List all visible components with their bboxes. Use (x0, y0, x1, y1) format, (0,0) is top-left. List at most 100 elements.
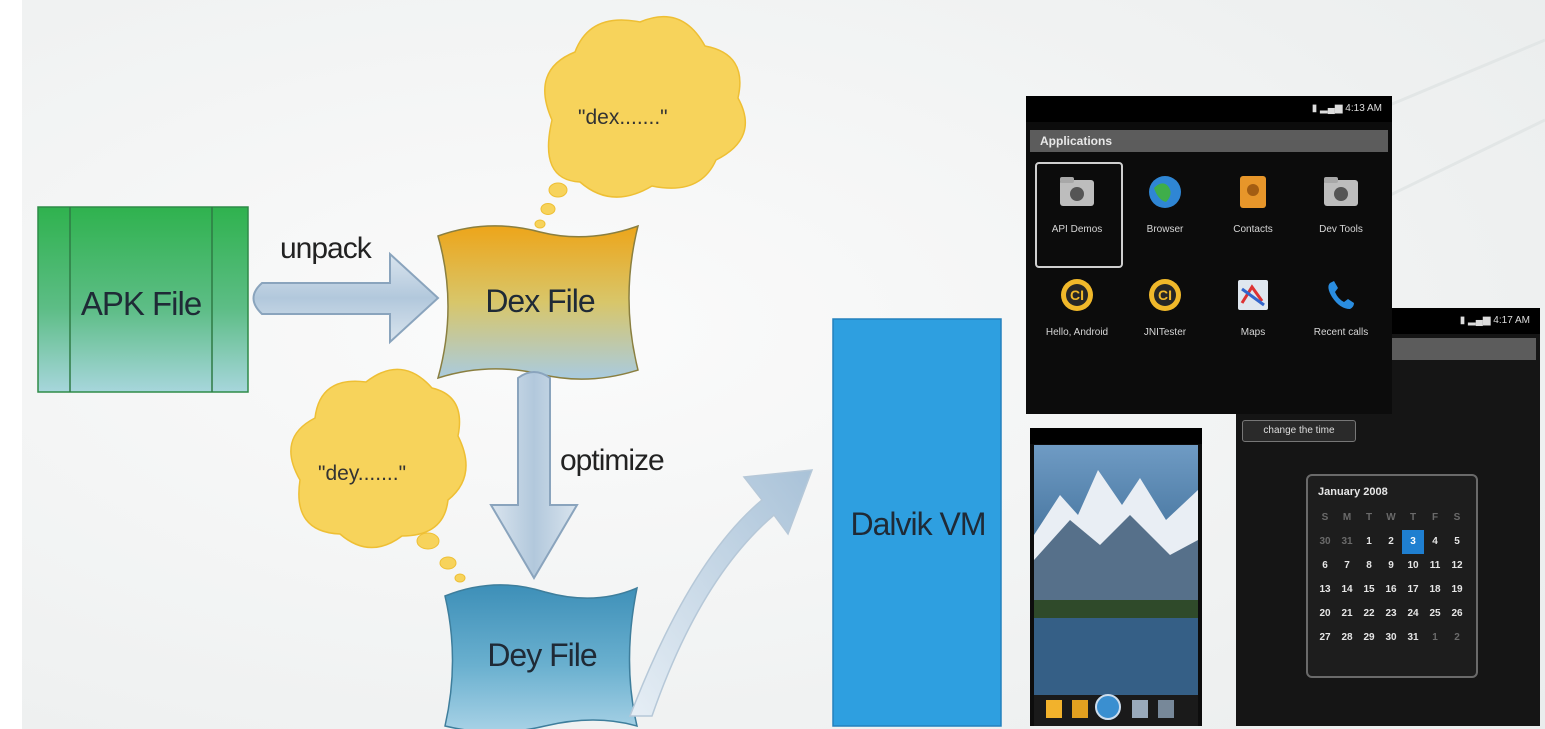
app-label: Recent calls (1313, 327, 1369, 338)
calendar-day[interactable]: 29 (1363, 632, 1375, 643)
calendar-day[interactable]: 30 (1385, 632, 1397, 643)
dalvik-vm-box (832, 318, 1002, 727)
ci-logo-icon: CI (1122, 277, 1208, 317)
calendar-day[interactable]: 12 (1451, 560, 1463, 571)
applications-title-bar: Applications (1030, 130, 1388, 152)
app-icon-api-demos[interactable]: API Demos (1034, 174, 1120, 236)
unpack-label: unpack (280, 232, 372, 265)
calendar-day[interactable]: 3 (1402, 530, 1424, 554)
svg-text:CI: CI (1070, 287, 1084, 303)
week-row: 6 7 8 9 10 11 12 (1314, 554, 1468, 578)
dalvik-vm-label: Dalvik VM (850, 506, 986, 542)
app-label: Maps (1240, 327, 1266, 338)
app-icon-browser[interactable]: Browser (1122, 174, 1208, 236)
calendar-day[interactable]: 27 (1319, 632, 1331, 643)
calendar-day[interactable]: 2 (1454, 632, 1460, 643)
calendar-day[interactable]: 31 (1341, 536, 1353, 547)
calendar-day[interactable]: 26 (1451, 608, 1463, 619)
app-label: Browser (1146, 224, 1184, 235)
calendar-day[interactable]: 8 (1366, 560, 1372, 571)
calendar-day[interactable]: 24 (1407, 608, 1419, 619)
dey-file-shape (444, 584, 639, 729)
dex-cloud-text: "dex......." (578, 106, 668, 129)
calendar-day[interactable]: 11 (1429, 560, 1441, 571)
app-icon-recent-calls[interactable]: Recent calls (1298, 277, 1384, 339)
calendar-day[interactable]: 19 (1451, 584, 1463, 595)
calendar-day[interactable]: 1 (1366, 536, 1372, 547)
dey-thought-cloud (290, 368, 467, 583)
unpack-arrow (252, 251, 440, 345)
calendar-day[interactable]: 25 (1429, 608, 1441, 619)
selected-app-highlight (1035, 162, 1123, 268)
calendar-title: January 2008 (1318, 486, 1388, 498)
app-icon-hello-android[interactable]: CI Hello, Android (1034, 277, 1120, 339)
folder-icon (1034, 174, 1120, 214)
calendar-day[interactable]: 14 (1341, 584, 1353, 595)
weekday-label: M (1342, 512, 1352, 523)
weekday-label: W (1386, 512, 1396, 523)
folder-icon (1298, 174, 1384, 214)
calendar-day[interactable]: 30 (1319, 536, 1331, 547)
calendar-day[interactable]: 7 (1344, 560, 1350, 571)
week-row: 27 28 29 30 31 1 2 (1314, 626, 1468, 650)
dialog-status-time: 4:17 AM (1493, 315, 1530, 326)
svg-text:CI: CI (1158, 287, 1172, 303)
app-label: JNITester (1143, 327, 1187, 338)
applications-screenshot: ▮ ▂▄▆ 4:13 AM Applications API Demos Brow… (1026, 96, 1392, 414)
load-arrow (628, 469, 814, 717)
applications-status-bar: ▮ ▂▄▆ 4:13 AM (1026, 96, 1392, 122)
calendar-day[interactable]: 5 (1454, 536, 1460, 547)
apk-file-label: APK File (80, 285, 202, 322)
week-row: 13 14 15 16 17 18 19 (1314, 578, 1468, 602)
dex-thought-cloud (534, 15, 747, 229)
app-label: Hello, Android (1045, 327, 1109, 338)
calendar-day[interactable]: 2 (1388, 536, 1394, 547)
change-time-button[interactable]: change the time (1242, 420, 1356, 442)
calendar-day[interactable]: 16 (1385, 584, 1397, 595)
weekday-label: S (1453, 512, 1461, 523)
phone-icon (1298, 277, 1384, 317)
week-row: 20 21 22 23 24 25 26 (1314, 602, 1468, 626)
app-icon-dev-tools[interactable]: Dev Tools (1298, 174, 1384, 236)
home-screen-screenshot (1030, 428, 1202, 726)
calendar-day[interactable]: 20 (1319, 608, 1331, 619)
weekday-label: T (1365, 512, 1373, 523)
apk-file-box (37, 206, 249, 393)
calendar-day[interactable]: 6 (1322, 560, 1328, 571)
calendar-day[interactable]: 31 (1407, 632, 1419, 643)
battery-icon: ▮ ▂▄▆ (1459, 315, 1494, 326)
ci-logo-icon: CI (1034, 277, 1120, 317)
app-icon-contacts[interactable]: Contacts (1210, 174, 1296, 236)
app-icon-jnitester[interactable]: CI JNITester (1122, 277, 1208, 339)
app-label: Dev Tools (1319, 224, 1363, 235)
calendar-day[interactable]: 23 (1385, 608, 1397, 619)
optimize-label: optimize (560, 444, 665, 477)
calendar-day[interactable]: 18 (1429, 584, 1441, 595)
calendar-day[interactable]: 15 (1363, 584, 1375, 595)
dey-cloud-text: "dey......." (318, 462, 407, 485)
calendar-day[interactable]: 4 (1432, 536, 1438, 547)
globe-icon (1122, 174, 1208, 214)
calendar-day[interactable]: 21 (1341, 608, 1353, 619)
weekday-label: T (1409, 512, 1417, 523)
app-icon-maps[interactable]: Maps (1210, 277, 1296, 339)
calendar-day[interactable]: 9 (1388, 560, 1394, 571)
calendar-day[interactable]: 1 (1432, 632, 1438, 643)
app-label: API Demos (1051, 224, 1103, 235)
dey-file-label: Dey File (487, 637, 597, 673)
weekday-label: F (1431, 512, 1439, 523)
dex-file-label: Dex File (485, 283, 595, 319)
calendar-day[interactable]: 22 (1363, 608, 1375, 619)
calendar-day[interactable]: 10 (1407, 560, 1419, 571)
calendar-day[interactable]: 28 (1341, 632, 1353, 643)
dex-file-shape (436, 224, 640, 380)
signal-icon: ▮ ▂▄▆ (1311, 103, 1346, 114)
weekday-label: S (1321, 512, 1329, 523)
calendar-day[interactable]: 17 (1407, 584, 1419, 595)
calendar-day[interactable]: 13 (1319, 584, 1331, 595)
applications-status-time: 4:13 AM (1345, 103, 1382, 114)
